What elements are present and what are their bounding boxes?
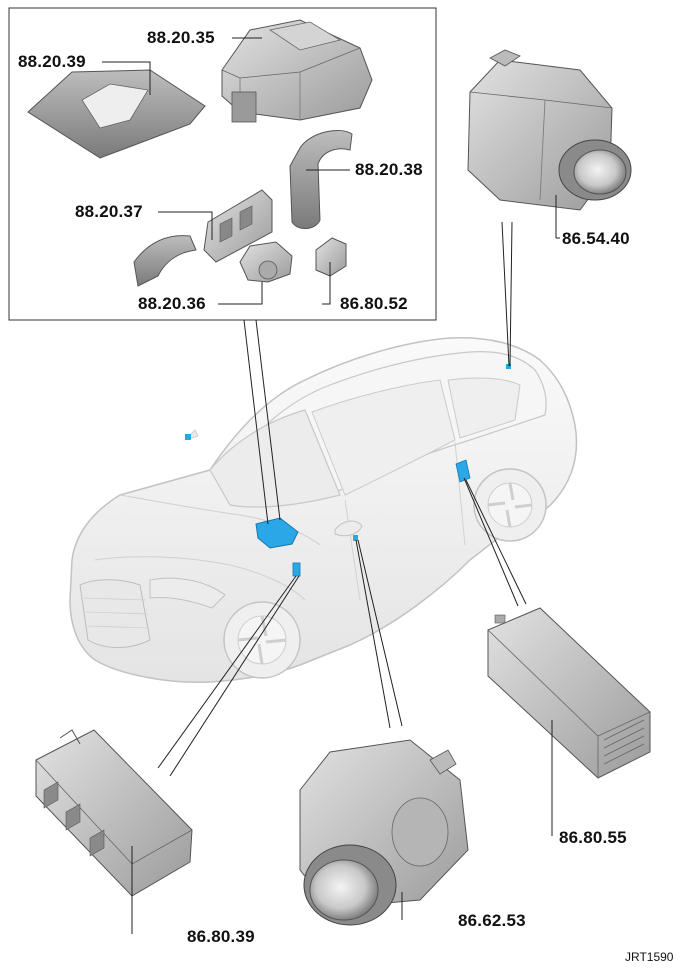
label-86-80-55: 86.80.55 (559, 828, 627, 847)
label-88-20-38: 88.20.38 (355, 160, 423, 179)
label-88-20-35: 88.20.35 (147, 28, 215, 47)
part-86-80-55-drawing (487, 607, 651, 779)
part-86-80-52-drawing (315, 237, 347, 277)
label-88-20-37: 88.20.37 (75, 202, 143, 221)
label-88-20-36: 88.20.36 (138, 294, 206, 313)
highlight-rear-module (455, 459, 471, 483)
part-duct-drawing (133, 235, 197, 287)
label-86-62-53: 86.62.53 (458, 911, 526, 930)
part-88-20-36-drawing (239, 241, 293, 283)
highlight-mirror-camera (353, 535, 358, 541)
vehicle-outline (69, 336, 578, 684)
highlight-left-mirror (185, 434, 191, 440)
part-86-80-39-drawing (35, 729, 193, 897)
part-88-20-37-drawing (203, 189, 273, 263)
label-86-54-40: 86.54.40 (562, 229, 630, 248)
label-88-20-39: 88.20.39 (18, 52, 86, 71)
inset-frame (8, 7, 437, 321)
label-86-80-52: 86.80.52 (340, 294, 408, 313)
part-86-62-53-drawing (299, 739, 469, 926)
part-86-54-40-drawing (467, 49, 632, 211)
part-88-20-39-drawing (27, 69, 206, 159)
leader-lines (102, 37, 560, 934)
highlight-a-pillar-module (292, 562, 301, 577)
reference-code: JRT1590 (625, 950, 674, 964)
label-86-80-39: 86.80.39 (187, 927, 255, 946)
part-88-20-38-drawing (289, 130, 353, 229)
highlight-rear-camera (506, 364, 511, 369)
part-88-20-35-drawing (221, 19, 373, 123)
